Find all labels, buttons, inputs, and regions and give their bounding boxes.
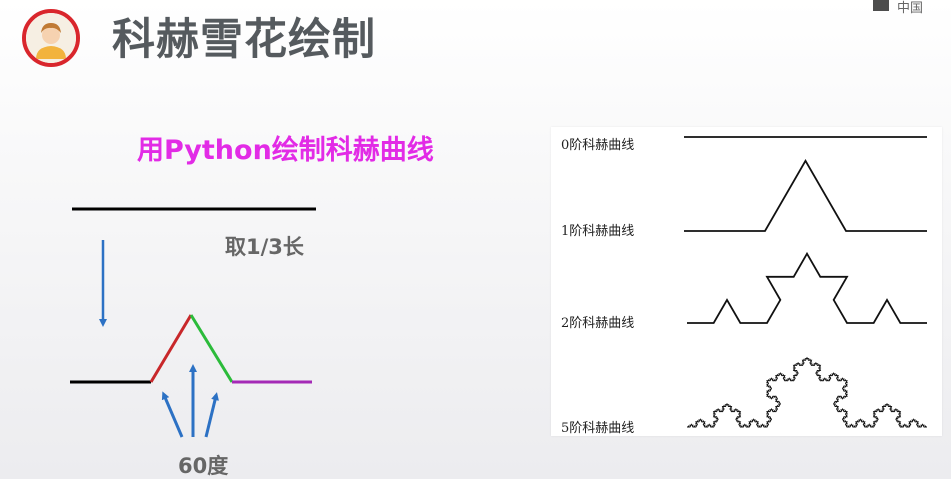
- koch-orders-panel: 0阶科赫曲线 1阶科赫曲线 2阶科赫曲线 5阶科赫曲线: [551, 127, 942, 436]
- logo-icon: [873, 0, 889, 11]
- order-label: 1阶科赫曲线: [561, 224, 635, 239]
- order-label: 5阶科赫曲线: [561, 421, 635, 436]
- avatar: [22, 9, 80, 67]
- koch-curve-order-2: [687, 251, 927, 324]
- koch-curves: [684, 136, 927, 428]
- koch-curve-order-1: [684, 159, 927, 232]
- user-avatar-icon: [26, 13, 76, 63]
- koch-curve-order-5: [687, 356, 927, 428]
- angle-arrow-1: [161, 391, 184, 438]
- angle-label: 60度: [178, 454, 229, 478]
- order-label: 2阶科赫曲线: [561, 316, 635, 331]
- angle-arrow-3: [204, 392, 219, 438]
- page-title: 科赫雪花绘制: [112, 15, 376, 65]
- segment-rising: [149, 314, 193, 383]
- corner-logo: 中国: [871, 0, 951, 16]
- take-third-label: 取1/3长: [225, 235, 304, 259]
- order-label: 0阶科赫曲线: [561, 138, 635, 153]
- section-subtitle: 用Python绘制科赫曲线: [137, 135, 434, 166]
- corner-logo-text: 中国: [897, 1, 924, 16]
- segment-falling: [189, 314, 234, 383]
